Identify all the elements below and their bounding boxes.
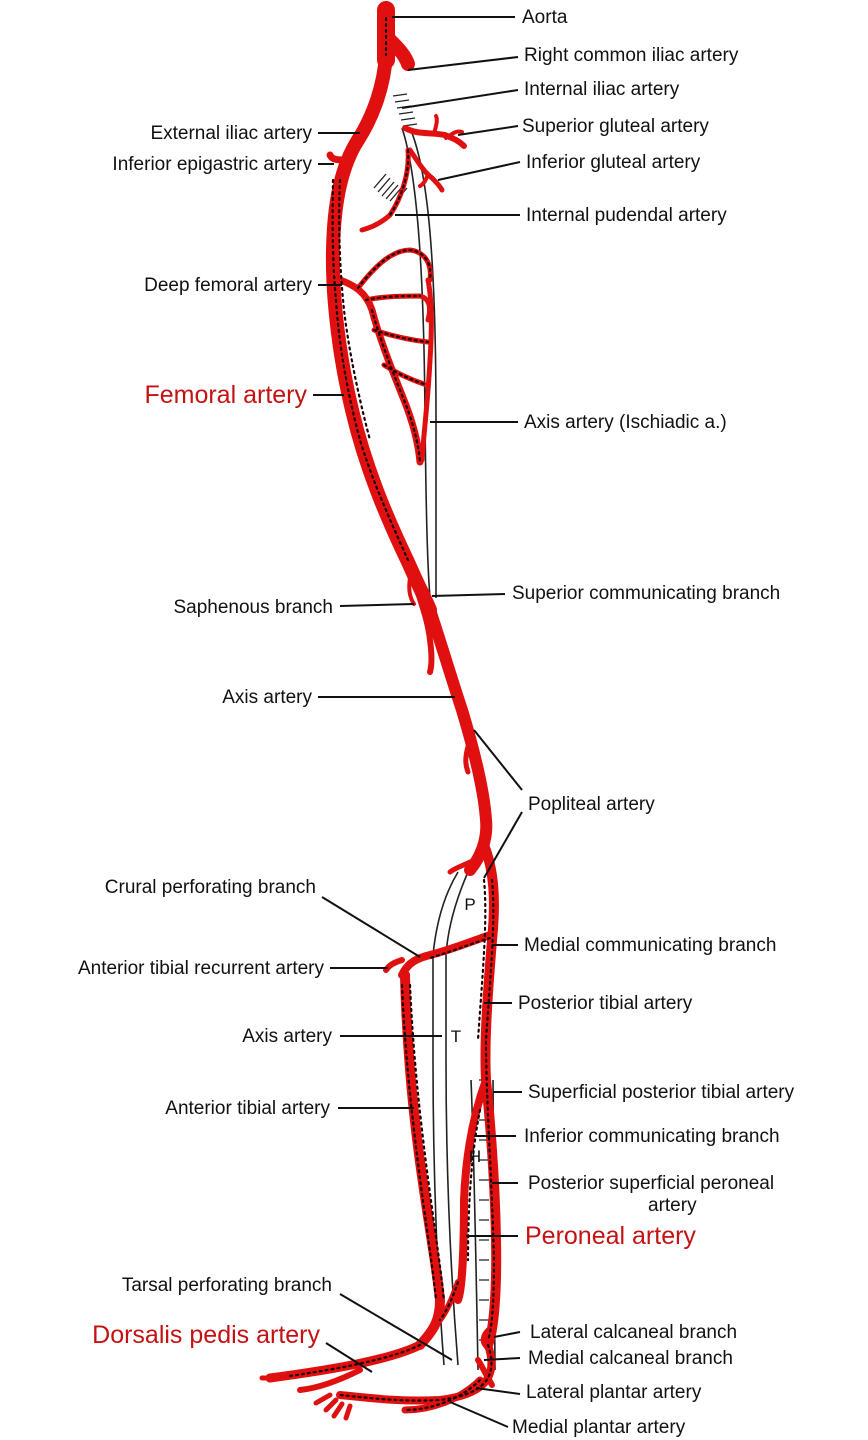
label-inferior-epigastric-artery: Inferior epigastric artery: [112, 154, 312, 175]
label-aorta: Aorta: [522, 7, 568, 28]
red-arteries: [270, 10, 496, 1410]
label-internal-iliac-artery: Internal iliac artery: [524, 79, 680, 100]
label-peroneal-artery: Peroneal artery: [525, 1222, 696, 1250]
toe-stubs: [262, 1378, 350, 1418]
axis-artery-vessel: [430, 610, 486, 870]
label-superficial-posterior-tibial-artery: Superficial posterior tibial artery: [528, 1082, 795, 1103]
letter-h: H: [469, 1147, 481, 1166]
label-right-common-iliac-artery: Right common iliac artery: [524, 45, 739, 66]
label-inferior-gluteal-artery: Inferior gluteal artery: [526, 152, 701, 173]
peroneal-vessel: [458, 1080, 486, 1300]
anterior-tibial-recurrent-vessel: [386, 960, 402, 970]
label-posterior-superficial-peroneal-artery-line1: Posterior superficial peroneal: [528, 1173, 774, 1194]
label-saphenous-branch: Saphenous branch: [173, 597, 333, 618]
letter-p: P: [464, 895, 475, 914]
label-crural-perforating-branch: Crural perforating branch: [105, 877, 316, 898]
label-lateral-calcaneal-branch: Lateral calcaneal branch: [530, 1322, 737, 1343]
label-axis-artery-low: Axis artery: [242, 1026, 332, 1047]
label-posterior-superficial-peroneal-artery-line2: artery: [648, 1195, 697, 1216]
label-deep-femoral-artery: Deep femoral artery: [144, 275, 312, 296]
label-axis-artery-mid: Axis artery: [222, 687, 312, 708]
letter-t: T: [451, 1027, 461, 1046]
label-inferior-communicating-branch: Inferior communicating branch: [524, 1126, 780, 1147]
label-anterior-tibial-recurrent-artery: Anterior tibial recurrent artery: [78, 958, 325, 979]
label-axis-artery-ischiadic: Axis artery (Ischiadic a.): [524, 412, 727, 433]
label-external-iliac-artery: External iliac artery: [150, 123, 312, 144]
label-superior-gluteal-artery: Superior gluteal artery: [522, 116, 709, 137]
internal-pudendal-vessel: [362, 150, 408, 230]
label-femoral-artery: Femoral artery: [144, 381, 307, 409]
label-medial-calcaneal-branch: Medial calcaneal branch: [528, 1348, 733, 1369]
label-anterior-tibial-artery: Anterior tibial artery: [165, 1098, 330, 1119]
common-iliac-vessel: [358, 55, 386, 140]
inferior-gluteal-vessel: [410, 150, 442, 190]
label-lateral-plantar-artery: Lateral plantar artery: [526, 1382, 702, 1403]
femoral-artery-vessel: [333, 140, 430, 610]
label-medial-communicating-branch: Medial communicating branch: [524, 935, 776, 956]
label-dorsalis-pedis-artery: Dorsalis pedis artery: [92, 1321, 320, 1349]
label-tarsal-perforating-branch: Tarsal perforating branch: [122, 1275, 332, 1296]
label-posterior-tibial-artery: Posterior tibial artery: [518, 993, 693, 1014]
label-popliteal-artery: Popliteal artery: [528, 794, 655, 815]
label-internal-pudendal-artery: Internal pudendal artery: [526, 205, 727, 226]
dorsalis-pedis-vessel: [270, 1345, 420, 1378]
label-superior-communicating-branch: Superior communicating branch: [512, 583, 780, 604]
axis-artery-vessels: [402, 128, 495, 1370]
label-medial-plantar-artery: Medial plantar artery: [512, 1417, 686, 1438]
